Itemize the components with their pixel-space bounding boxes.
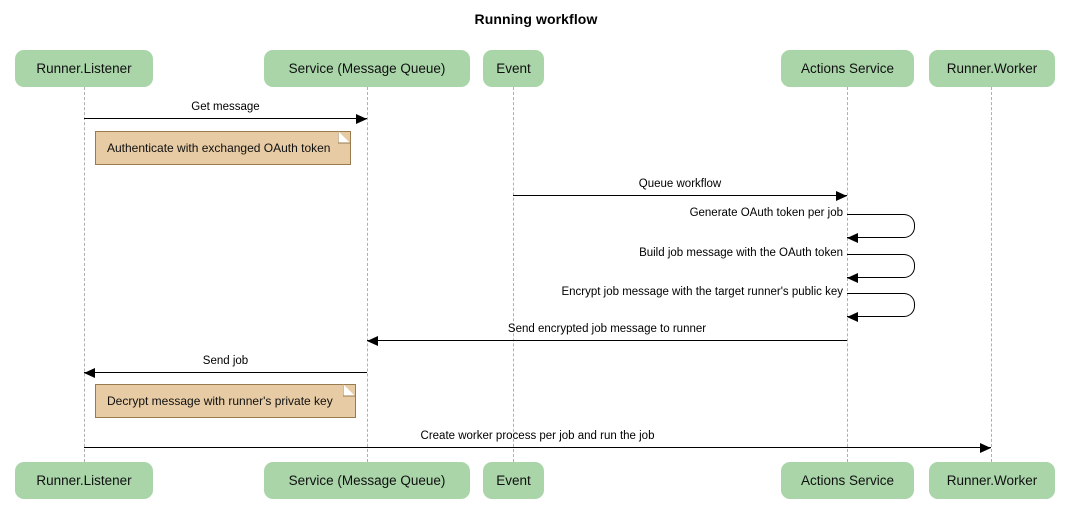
message-line <box>367 340 847 341</box>
arrowhead-left <box>847 233 858 243</box>
message-label: Get message <box>191 101 260 113</box>
participant-label: Service (Message Queue) <box>288 61 446 76</box>
message-label: Create worker process per job and run th… <box>420 430 655 442</box>
participant-header-service[interactable]: Service (Message Queue) <box>264 50 470 87</box>
message-line <box>513 195 847 196</box>
participant-label: Event <box>496 61 531 76</box>
message-label: Send job <box>202 355 249 367</box>
participant-footer-listener[interactable]: Runner.Listener <box>15 462 153 499</box>
note-text: Decrypt message with runner's private ke… <box>107 394 333 408</box>
self-message-loop <box>847 254 915 278</box>
participant-footer-actions[interactable]: Actions Service <box>781 462 914 499</box>
note-fold-icon <box>338 131 350 144</box>
message-line <box>84 118 367 119</box>
message-label: Send encrypted job message to runner <box>507 323 707 335</box>
participant-footer-service[interactable]: Service (Message Queue) <box>264 462 470 499</box>
participant-header-event[interactable]: Event <box>483 50 544 87</box>
participant-label: Event <box>496 473 531 488</box>
participant-header-actions[interactable]: Actions Service <box>781 50 914 87</box>
message-label: Build job message with the OAuth token <box>639 247 843 259</box>
participant-header-listener[interactable]: Runner.Listener <box>15 50 153 87</box>
arrowhead-left <box>84 367 95 378</box>
diagram-title: Running workflow <box>474 11 598 27</box>
arrowhead-left <box>367 335 378 346</box>
arrowhead-right <box>980 442 991 453</box>
self-message-loop <box>847 293 915 317</box>
participant-footer-event[interactable]: Event <box>483 462 544 499</box>
note-n2: Decrypt message with runner's private ke… <box>95 384 356 418</box>
lifeline-event <box>513 87 514 462</box>
message-label: Generate OAuth token per job <box>689 207 843 219</box>
participant-footer-worker[interactable]: Runner.Worker <box>929 462 1055 499</box>
arrowhead-left <box>847 312 858 322</box>
note-text: Authenticate with exchanged OAuth token <box>107 141 331 155</box>
participant-label: Runner.Worker <box>946 61 1038 76</box>
lifeline-listener <box>84 87 85 462</box>
arrowhead-right <box>356 113 367 124</box>
participant-label: Actions Service <box>800 473 895 488</box>
arrowhead-left <box>847 273 858 283</box>
participant-label: Runner.Listener <box>36 473 132 488</box>
message-label: Encrypt job message with the target runn… <box>561 286 843 298</box>
arrowhead-right <box>836 190 847 201</box>
participant-label: Runner.Worker <box>946 473 1038 488</box>
lifeline-worker <box>991 87 992 462</box>
participant-label: Actions Service <box>800 61 895 76</box>
message-line <box>84 447 991 448</box>
participant-label: Service (Message Queue) <box>288 473 446 488</box>
participant-header-worker[interactable]: Runner.Worker <box>929 50 1055 87</box>
message-line <box>84 372 367 373</box>
message-label: Queue workflow <box>638 178 722 190</box>
note-fold-icon <box>343 384 355 397</box>
self-message-loop <box>847 214 915 238</box>
note-n1: Authenticate with exchanged OAuth token <box>95 131 351 165</box>
participant-label: Runner.Listener <box>36 61 132 76</box>
lifeline-service <box>367 87 368 462</box>
